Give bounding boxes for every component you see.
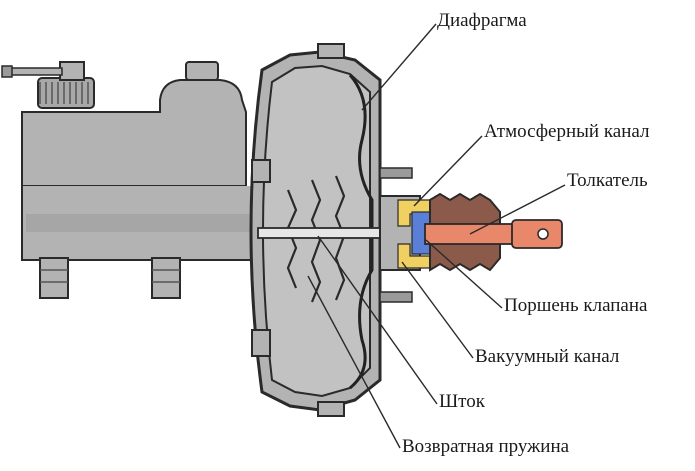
label-rod: Шток <box>439 391 485 412</box>
valve-assembly <box>379 192 563 272</box>
label-vacuum-channel: Вакуумный канал <box>475 346 620 367</box>
label-valve-piston: Поршень клапана <box>504 295 648 316</box>
label-diaphragm: Диафрагма <box>437 10 527 31</box>
push-rod <box>257 227 399 239</box>
master-cylinder <box>1 61 259 299</box>
leader-lines <box>307 23 566 449</box>
label-return-spring: Возвратная пружина <box>402 436 570 457</box>
label-atmospheric-channel: Атмосферный канал <box>484 121 650 142</box>
label-pusher: Толкатель <box>567 170 648 191</box>
diaphragm <box>348 74 374 390</box>
